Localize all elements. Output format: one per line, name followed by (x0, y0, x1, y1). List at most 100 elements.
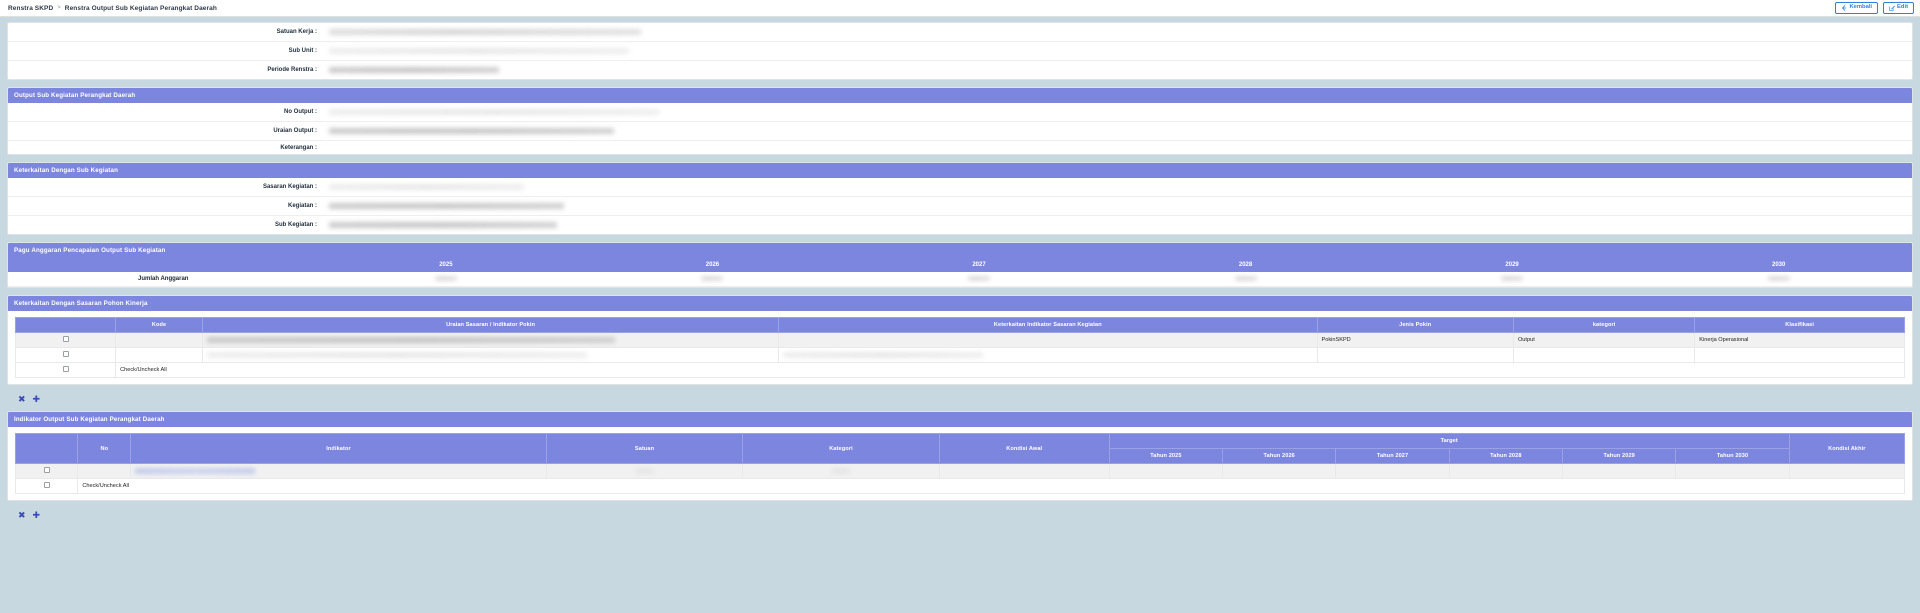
redacted-value (329, 127, 614, 134)
breadcrumb-root[interactable]: Renstra SKPD (8, 4, 54, 12)
indikator-header-tahun-2027: Tahun 2027 (1335, 448, 1450, 465)
field-row-sasaran-kegiatan: Sasaran Kegiatan : (8, 178, 1912, 197)
pokin-header-klasifikasi: Klasifikasi (1694, 317, 1905, 334)
indikator-cell-kondisi-akhir (1788, 463, 1906, 480)
keterkaitan-panel-title: Keterkaitan Dengan Sub Kegiatan (8, 163, 1912, 178)
pokin-cell-klasifikasi (1694, 347, 1905, 364)
pokin-cell-kode (115, 332, 203, 349)
pagu-header-year-2029: 2029 (1378, 258, 1646, 272)
pokin-action-bar: ✖ ✚ (7, 392, 1913, 411)
value-uraian-output (323, 122, 1912, 140)
redacted-value (207, 351, 587, 358)
check-all-checkbox[interactable] (43, 482, 50, 489)
indikator-cell-target-2025 (1108, 463, 1224, 480)
pagu-header-year-2028: 2028 (1112, 258, 1379, 272)
pokin-cell-jenis-pokin: PokinSKPD (1316, 332, 1514, 349)
pokin-header-kategori: kategori (1512, 317, 1696, 334)
label-uraian-output: Uraian Output : (273, 128, 317, 134)
pagu-table: 2025 2026 2027 2028 2029 2030 Jumlah Ang… (8, 258, 1912, 288)
pagu-header-row: 2025 2026 2027 2028 2029 2030 (8, 258, 1912, 272)
pokin-panel-title: Keterkaitan Dengan Sasaran Pohon Kinerja (8, 296, 1912, 312)
table-row[interactable] (14, 463, 1906, 480)
indikator-header-indikator: Indikator (130, 433, 547, 465)
table-row[interactable] (14, 347, 1905, 364)
indikator-header-tahun-2030: Tahun 2030 (1675, 448, 1790, 465)
check-all-checkbox[interactable] (62, 366, 69, 373)
indikator-header-tahun-2028: Tahun 2028 (1448, 448, 1564, 465)
row-checkbox[interactable] (62, 336, 69, 343)
label-sub-unit: Sub Unit : (288, 48, 317, 54)
label-periode-renstra: Periode Renstra : (267, 67, 317, 73)
indikator-header-tahun-2029: Tahun 2029 (1562, 448, 1677, 465)
indikator-cell-target-2027 (1335, 463, 1450, 480)
pokin-header-select (14, 317, 117, 334)
pokin-check-all-row[interactable]: Check/Uncheck All (14, 362, 1905, 379)
indikator-cell-no (77, 463, 132, 480)
output-sub-kegiatan-panel: Output Sub Kegiatan Perangkat Daerah No … (7, 87, 1913, 155)
toolbar-actions: Kembali Edit (1835, 2, 1914, 14)
pokin-cell-klasifikasi: Kinerja Operasional (1694, 332, 1905, 349)
indikator-header-no: No (77, 433, 132, 465)
edit-button[interactable]: Edit (1883, 2, 1914, 14)
redacted-value (329, 202, 564, 209)
keterkaitan-sub-kegiatan-panel: Keterkaitan Dengan Sub Kegiatan Sasaran … (7, 162, 1913, 235)
indikator-cell-satuan (545, 463, 744, 480)
output-panel-title: Output Sub Kegiatan Perangkat Daerah (8, 88, 1912, 103)
table-row[interactable]: PokinSKPD Output Kinerja Operasional (14, 332, 1905, 349)
pokin-cell-kategori (1512, 347, 1696, 364)
pagu-cell-2027 (845, 272, 1113, 288)
pokin-check-all-cell[interactable] (14, 362, 117, 379)
value-satuan-kerja (323, 23, 1912, 41)
pokin-cell-jenis-pokin (1316, 347, 1514, 364)
indikator-header-satuan: Satuan (545, 433, 744, 465)
indikator-check-all-cell[interactable] (14, 478, 79, 495)
redacted-value (783, 351, 984, 358)
indikator-cell-kategori (742, 463, 940, 480)
redacted-value (135, 467, 256, 474)
pagu-cell-2025 (312, 272, 580, 288)
pagu-cell-2029 (1378, 272, 1646, 288)
label-sasaran-kegiatan: Sasaran Kegiatan : (262, 184, 317, 190)
redacted-value (967, 276, 990, 281)
value-sub-kegiatan (323, 216, 1912, 234)
breadcrumb-current: Renstra Output Sub Kegiatan Perangkat Da… (64, 4, 217, 12)
value-periode-renstra (323, 61, 1912, 79)
indikator-cell-target-2030 (1675, 463, 1790, 480)
indikator-output-panel: Indikator Output Sub Kegiatan Perangkat … (7, 411, 1913, 502)
pokin-cell-kode (115, 347, 203, 364)
plus-add-icon[interactable]: ✚ (32, 511, 41, 522)
label-sub-kegiatan: Sub Kegiatan : (274, 222, 317, 228)
redacted-value (830, 467, 851, 474)
value-no-output (323, 103, 1912, 121)
row-checkbox[interactable] (43, 467, 50, 474)
pokin-row-checkbox-cell[interactable] (14, 347, 117, 364)
label-satuan-kerja: Satuan Kerja : (276, 29, 317, 35)
indikator-check-all-row[interactable]: Check/Uncheck All (14, 478, 1905, 495)
arrow-left-icon (1841, 5, 1847, 11)
top-bar: Renstra SKPD > Renstra Output Sub Kegiat… (0, 0, 1920, 17)
x-delete-icon[interactable]: ✖ (18, 395, 26, 406)
indikator-header-select (14, 433, 79, 465)
redacted-value (329, 183, 524, 190)
label-kegiatan: Kegiatan : (287, 203, 317, 209)
plus-add-icon[interactable]: ✚ (32, 395, 41, 406)
redacted-value (701, 276, 724, 281)
pencil-square-icon (1889, 5, 1896, 11)
row-checkbox[interactable] (62, 351, 69, 358)
pagu-panel-title: Pagu Anggaran Pencapaian Output Sub Kegi… (8, 243, 1912, 258)
x-delete-icon[interactable]: ✖ (18, 511, 26, 522)
redacted-value (329, 47, 629, 54)
indikator-row-checkbox-cell[interactable] (14, 463, 79, 480)
pokin-cell-keterkaitan (778, 332, 1318, 349)
back-button[interactable]: Kembali (1835, 2, 1879, 14)
pokin-cell-uraian (201, 332, 780, 349)
pokin-row-checkbox-cell[interactable] (14, 332, 117, 349)
indikator-table: No Indikator Satuan Kategori Kondisi Awa… (14, 433, 1906, 495)
edit-button-label: Edit (1897, 4, 1908, 11)
page-content: Satuan Kerja : Sub Unit : Periode Renstr… (0, 17, 1920, 527)
field-row-satuan-kerja: Satuan Kerja : (8, 23, 1912, 42)
redacted-value (1234, 276, 1257, 281)
redacted-value (207, 336, 615, 343)
pagu-cell-2030 (1645, 272, 1912, 288)
field-row-periode-renstra: Periode Renstra : (8, 61, 1912, 79)
